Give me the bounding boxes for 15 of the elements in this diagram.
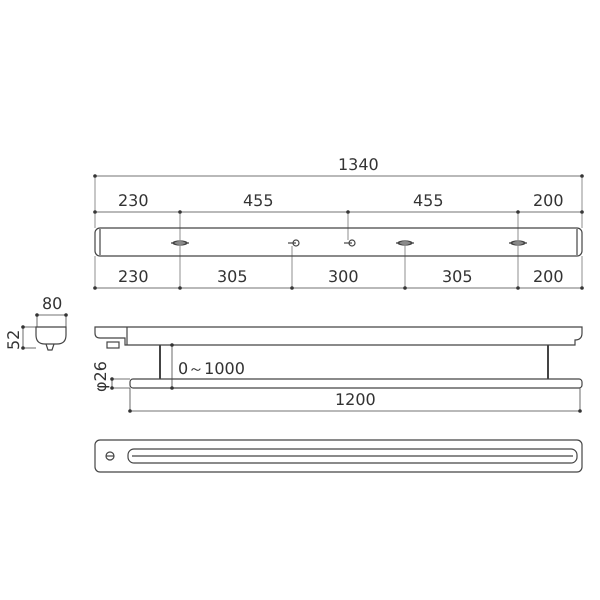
dimension-label: φ26 [92, 361, 110, 392]
dimension-label: 300 [328, 268, 359, 286]
dimension-label: 80 [42, 295, 62, 313]
dimension-label: 200 [533, 268, 564, 286]
dimension-label: 1340 [338, 156, 379, 174]
dimension-label: 200 [533, 192, 564, 210]
dimension-label: 230 [118, 268, 149, 286]
dimension-label: 0～1000 [178, 360, 245, 378]
dimension-label: 305 [217, 268, 248, 286]
dimension-label: 305 [442, 268, 473, 286]
dimension-label: 455 [413, 192, 444, 210]
dimension-label: 1200 [335, 391, 376, 409]
dimension-label: 230 [118, 192, 149, 210]
dimension-label: 455 [243, 192, 274, 210]
dimension-label: 52 [5, 330, 23, 350]
